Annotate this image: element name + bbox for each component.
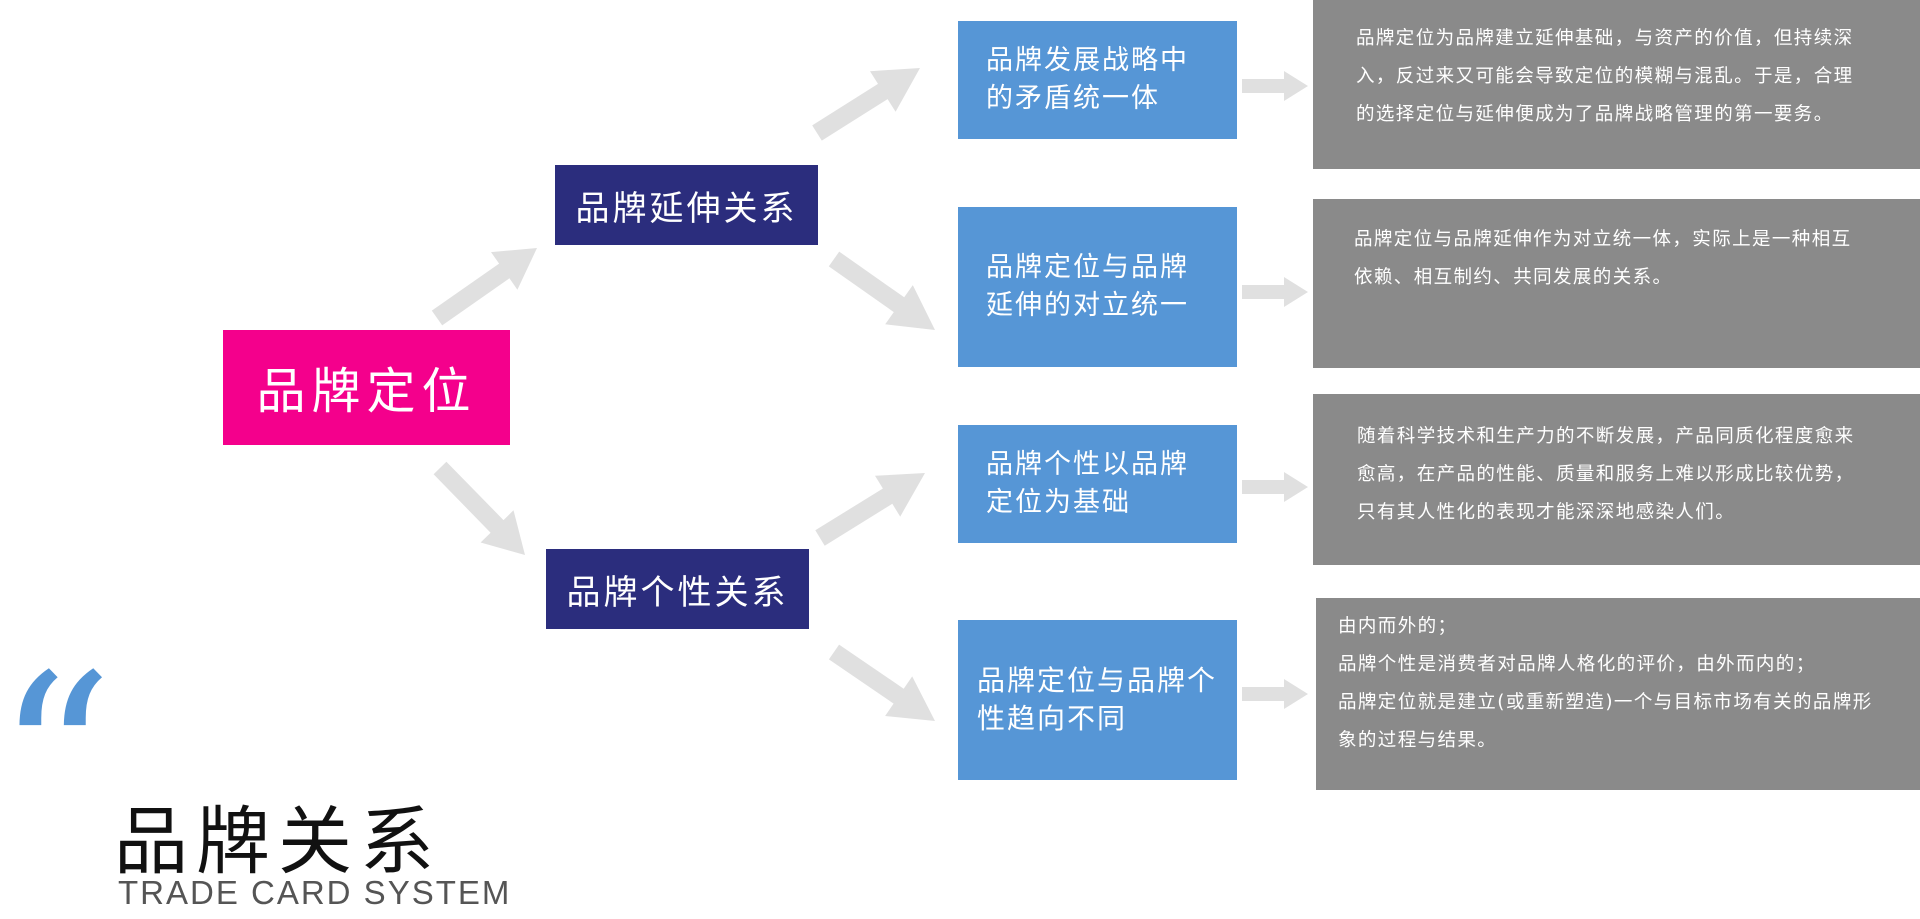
leaf-node-line: 性趋向不同 — [977, 702, 1128, 735]
page-subtitle: TRADE CARD SYSTEM — [118, 874, 512, 911]
description-line: 只有其人性化的表现才能深深地感染人们。 — [1357, 502, 1736, 523]
arrow-leaf3-to-desc3 — [1242, 472, 1308, 502]
branch-node-label: 品牌延伸关系 — [575, 188, 798, 229]
arrow-personality-to-leaf3 — [815, 473, 925, 546]
root-node-label: 品牌定位 — [256, 363, 477, 420]
arrow-leaf2-to-desc2 — [1242, 277, 1308, 307]
leaf-node-1: 品牌发展战略中 的矛盾统一体 — [958, 21, 1237, 139]
description-line: 品牌定位为品牌建立延伸基础，与资产的价值，但持续深 — [1356, 28, 1854, 49]
description-line: 愈高，在产品的性能、质量和服务上难以形成比较优势， — [1357, 464, 1855, 485]
description-line: 品牌定位就是建立(或重新塑造)一个与目标市场有关的品牌形 — [1338, 692, 1873, 713]
arrow-root-to-personality — [433, 461, 525, 555]
arrow-leaf1-to-desc1 — [1242, 71, 1308, 101]
description-panel-2: 品牌定位与品牌延伸作为对立统一体，实际上是一种相互 依赖、相互制约、共同发展的关… — [1313, 199, 1920, 368]
root-node: 品牌定位 — [223, 330, 510, 445]
leaf-node-line: 延伸的对立统一 — [986, 290, 1189, 321]
quote-mark-icon: “ — [0, 627, 114, 894]
description-line: 的选择定位与延伸便成为了品牌战略管理的第一要务。 — [1356, 104, 1834, 125]
leaf-node-3: 品牌个性以品牌 定位为基础 — [958, 425, 1237, 543]
branch-node-extension: 品牌延伸关系 — [555, 165, 818, 245]
arrow-personality-to-leaf4 — [828, 644, 935, 721]
leaf-node-line: 品牌定位与品牌个 — [977, 664, 1218, 697]
arrow-root-to-extension — [431, 248, 537, 326]
description-line: 品牌定位与品牌延伸作为对立统一体，实际上是一种相互 — [1354, 229, 1852, 250]
leaf-node-2: 品牌定位与品牌 延伸的对立统一 — [958, 207, 1237, 367]
description-panel-1: 品牌定位为品牌建立延伸基础，与资产的价值，但持续深 入，反过来又可能会导致定位的… — [1313, 0, 1920, 169]
leaf-node-line: 品牌发展战略中 — [986, 45, 1189, 76]
description-line: 入，反过来又可能会导致定位的模糊与混乱。于是，合理 — [1356, 66, 1854, 87]
description-panel-3: 随着科学技术和生产力的不断发展，产品同质化程度愈来 愈高，在产品的性能、质量和服… — [1313, 394, 1920, 565]
arrow-extension-to-leaf2 — [828, 251, 935, 330]
page-title: 品牌关系 — [114, 799, 442, 885]
leaf-node-line: 品牌定位与品牌 — [986, 252, 1189, 283]
arrow-extension-to-leaf1 — [812, 68, 920, 141]
description-line: 依赖、相互制约、共同发展的关系。 — [1354, 267, 1673, 288]
leaf-node-line: 品牌个性以品牌 — [986, 449, 1189, 480]
description-line: 品牌个性是消费者对品牌人格化的评价，由外而内的； — [1338, 654, 1816, 675]
branch-node-label: 品牌个性关系 — [566, 572, 789, 613]
description-line: 由内而外的； — [1338, 616, 1458, 637]
arrow-leaf4-to-desc4 — [1242, 679, 1308, 709]
description-line: 随着科学技术和生产力的不断发展，产品同质化程度愈来 — [1357, 426, 1855, 447]
branch-node-personality: 品牌个性关系 — [546, 549, 809, 629]
description-line: 象的过程与结果。 — [1338, 730, 1498, 751]
leaf-node-line: 的矛盾统一体 — [986, 83, 1160, 114]
leaf-node-line: 定位为基础 — [986, 487, 1131, 518]
leaf-node-4: 品牌定位与品牌个 性趋向不同 — [958, 620, 1237, 780]
description-panel-4: 由内而外的； 品牌个性是消费者对品牌人格化的评价，由外而内的； 品牌定位就是建立… — [1316, 598, 1920, 790]
